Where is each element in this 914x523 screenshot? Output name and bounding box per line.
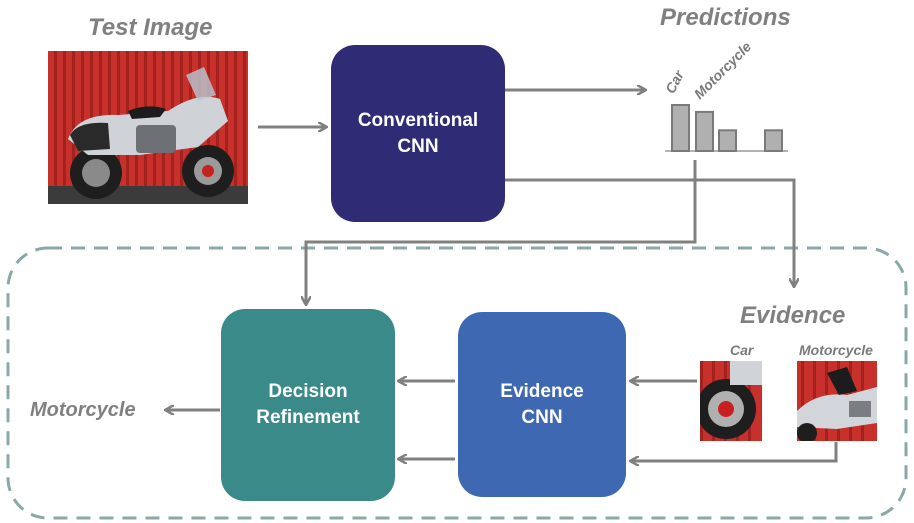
evidence-motorcycle-patch [797, 361, 877, 441]
arrow-cnn-to-evidence [505, 178, 794, 286]
decision-refinement-label: Decision Refinement [256, 381, 360, 428]
evidence-region-border [6, 246, 908, 520]
predictions-label: Predictions [660, 4, 791, 31]
test-image-label: Test Image [88, 14, 213, 41]
arrow-predictions-to-decision [306, 160, 697, 304]
evidence-title: Evidence [740, 302, 846, 329]
output-label: Motorcycle [30, 399, 136, 421]
conventional-cnn-block: Conventional CNN [331, 45, 505, 222]
evidence-cnn-label: Evidence CNN [500, 380, 584, 428]
motorcycle-patch-icon [797, 361, 877, 441]
arrow-evidence-moto-to-cnn [631, 442, 838, 461]
prediction-bar [695, 110, 714, 152]
evidence-cnn-block: Evidence CNN [458, 312, 626, 497]
wheel-patch-icon [700, 361, 762, 441]
predictions-chart [665, 104, 788, 153]
evidence-car-patch [700, 361, 762, 441]
prediction-bar [764, 129, 783, 153]
evidence-car-label: Car [730, 342, 754, 358]
prediction-bar [671, 104, 690, 152]
conventional-cnn-label: Conventional CNN [357, 109, 479, 157]
decision-refinement-block: Decision Refinement [221, 309, 395, 501]
motorcycle-photo-icon [48, 51, 248, 204]
evidence-motorcycle-label: Motorcycle [799, 342, 873, 358]
prediction-bar [718, 129, 737, 153]
test-image [48, 51, 248, 204]
